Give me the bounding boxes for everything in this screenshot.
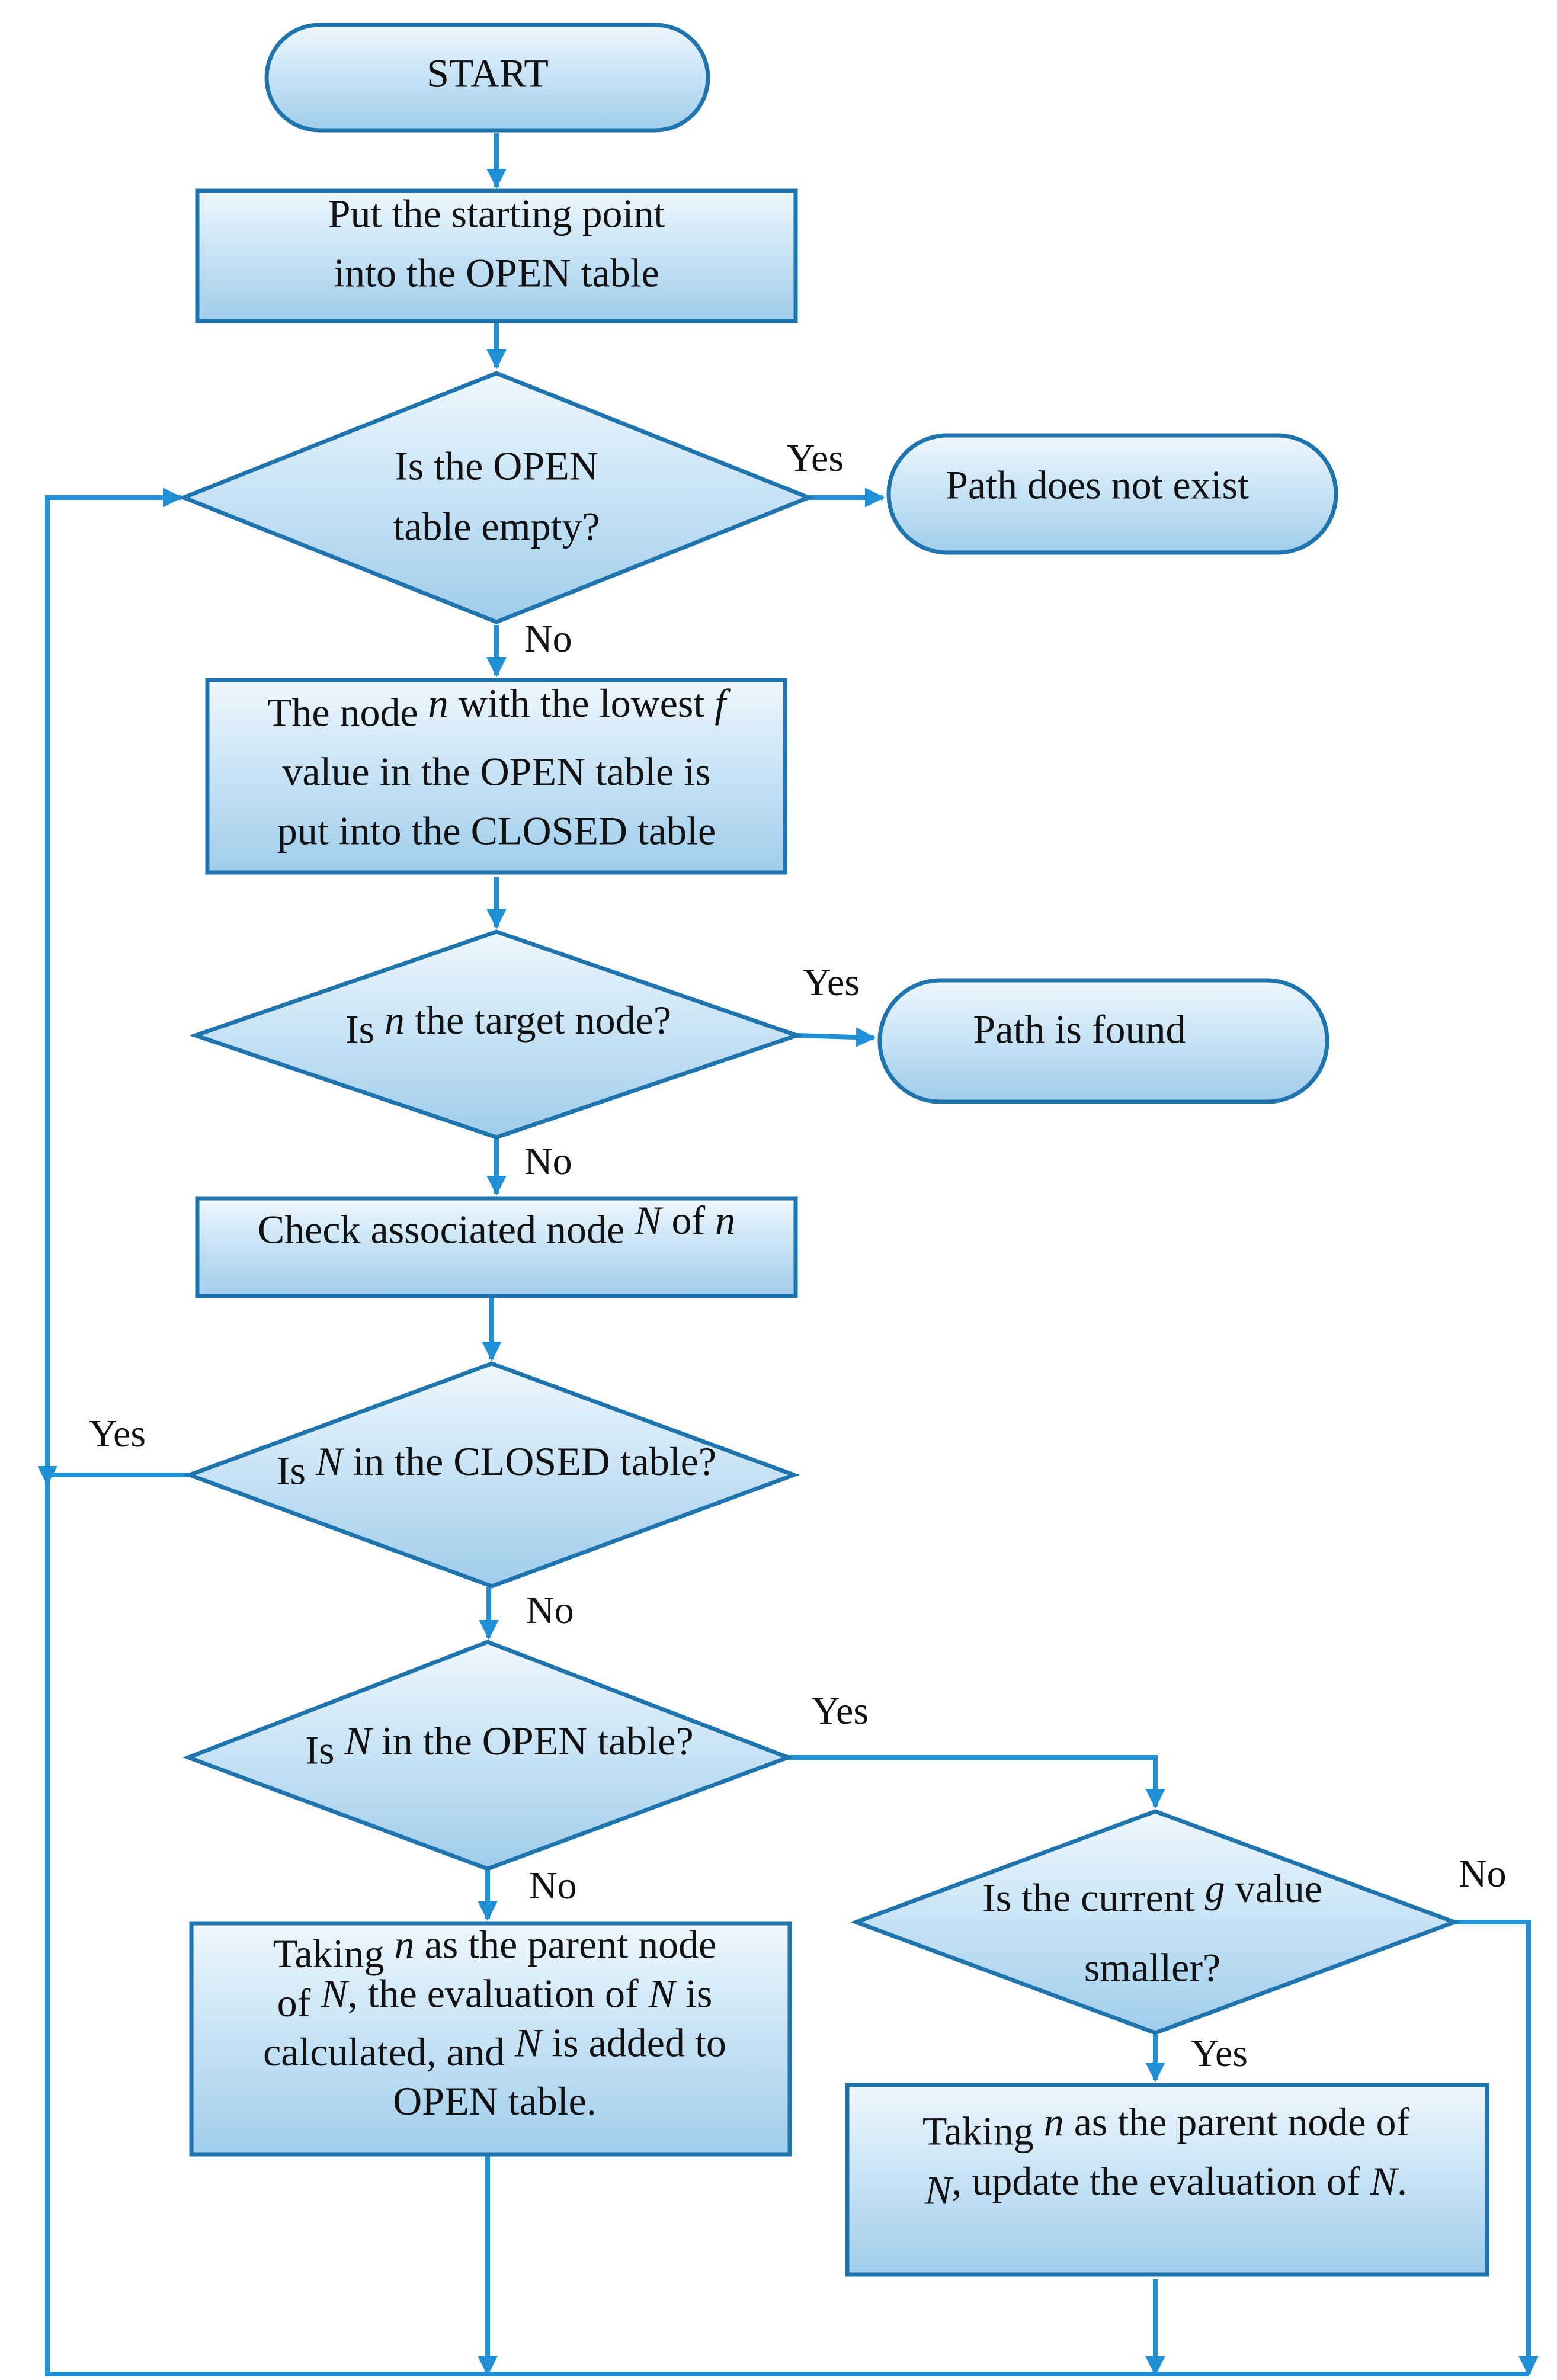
label-run: , the evaluation of bbox=[348, 1971, 649, 2016]
label-run: is added to bbox=[542, 2020, 726, 2065]
label-run: Is the OPEN bbox=[395, 444, 598, 489]
label-run: in the OPEN table? bbox=[371, 1718, 694, 1763]
label-run: , update the evaluation of bbox=[952, 2158, 1370, 2203]
label-run: of bbox=[277, 1980, 321, 2025]
label-run: with the lowest bbox=[448, 681, 715, 726]
label-run: Path is found bbox=[973, 1007, 1186, 1052]
label-run: Taking bbox=[273, 1931, 395, 1976]
in-open-diamond bbox=[182, 1640, 794, 1871]
label-run: value bbox=[1225, 1866, 1322, 1911]
in-closed-label: Is N in the CLOSED table? bbox=[277, 1439, 716, 1493]
update-eval-box bbox=[845, 2083, 1489, 2277]
label-run: Is bbox=[345, 1007, 385, 1052]
label-run: N bbox=[634, 1198, 664, 1243]
label-run: N bbox=[315, 1439, 345, 1484]
label-run: calculated, and bbox=[263, 2029, 515, 2074]
in-closed-no-label: No bbox=[526, 1589, 574, 1632]
edge-labels: Yes No Yes No Yes No Yes No No Yes bbox=[89, 437, 1507, 2075]
connectors bbox=[37, 133, 1539, 2376]
label-run: the target node? bbox=[405, 997, 671, 1043]
label-run: Taking bbox=[922, 2109, 1044, 2154]
label-run: N bbox=[924, 2168, 954, 2213]
label-run: N bbox=[514, 2020, 544, 2065]
in-closed-yes-label: Yes bbox=[89, 1412, 146, 1455]
open-empty-no-label: No bbox=[524, 617, 572, 660]
is-target-diamond bbox=[189, 929, 803, 1140]
g-smaller-no-label: No bbox=[1459, 1852, 1507, 1895]
label-run: START bbox=[427, 51, 549, 96]
label-run: in the CLOSED table? bbox=[342, 1439, 716, 1484]
label-run: table empty? bbox=[393, 504, 600, 549]
label-run: Is bbox=[277, 1448, 316, 1493]
no-path-label: Path does not exist bbox=[946, 463, 1249, 508]
label-run: smaller? bbox=[1084, 1945, 1220, 1990]
add-open-label: Taking n as the parent node of N, the eva… bbox=[263, 1922, 726, 2124]
start-terminator bbox=[264, 23, 710, 133]
label-run: Path does not exist bbox=[946, 463, 1249, 508]
lowest-f-box bbox=[205, 678, 787, 875]
label-run: n bbox=[385, 997, 405, 1043]
label-run: The node bbox=[267, 690, 428, 735]
label-run: Is the current bbox=[982, 1875, 1205, 1920]
edge-closed-yes bbox=[37, 1465, 190, 1486]
start-label: START bbox=[427, 51, 549, 96]
put-start-box bbox=[195, 188, 798, 323]
edge-target-yes bbox=[796, 1027, 876, 1047]
label-run: n bbox=[1044, 2099, 1064, 2144]
in-open-yes-label: Yes bbox=[812, 1689, 869, 1733]
label-run: Is bbox=[305, 1728, 344, 1773]
label-run: N bbox=[344, 1718, 373, 1763]
label-run: . bbox=[1397, 2158, 1407, 2203]
in-open-no-label: No bbox=[529, 1864, 577, 1907]
shapes bbox=[178, 23, 1489, 2277]
label-run: value in the OPEN table is bbox=[282, 749, 710, 794]
check-assoc-box bbox=[195, 1196, 798, 1298]
check-assoc-label: Check associated node N of n bbox=[258, 1198, 735, 1252]
label-run: N bbox=[320, 1971, 350, 2016]
path-found-terminator bbox=[877, 978, 1329, 1104]
update-eval-label: Taking n as the parent node of N, update … bbox=[922, 2099, 1410, 2213]
label-run: g bbox=[1205, 1866, 1225, 1911]
node-labels: START Put the starting point into the OPE… bbox=[258, 51, 1410, 2213]
put-start-label: Put the starting point into the OPEN tabl… bbox=[328, 191, 665, 296]
label-run: put into the CLOSED table bbox=[277, 809, 716, 854]
label-run: as the parent node bbox=[415, 1922, 717, 1967]
g-smaller-yes-label: Yes bbox=[1191, 2032, 1248, 2075]
label-run: of bbox=[662, 1198, 716, 1243]
label-run: N bbox=[1370, 2158, 1399, 2203]
path-found-label: Path is found bbox=[973, 1007, 1186, 1052]
label-run: N bbox=[648, 1971, 678, 2016]
in-closed-diamond bbox=[183, 1361, 800, 1589]
g-smaller-diamond bbox=[850, 1809, 1461, 2035]
edge-g-no bbox=[1455, 1920, 1539, 2376]
in-open-label: Is N in the OPEN table? bbox=[305, 1718, 693, 1773]
label-run: as the parent node of bbox=[1064, 2099, 1410, 2144]
open-empty-diamond bbox=[178, 371, 815, 624]
label-run: Check associated node bbox=[258, 1207, 635, 1252]
label-run: n bbox=[715, 1198, 735, 1243]
is-target-label: Is n the target node? bbox=[345, 997, 671, 1052]
label-run: into the OPEN table bbox=[334, 251, 659, 296]
label-run: OPEN table. bbox=[393, 2079, 597, 2124]
label-run: n bbox=[395, 1922, 415, 1967]
is-target-yes-label: Yes bbox=[803, 961, 860, 1004]
add-open-box bbox=[189, 1921, 792, 2157]
no-path-terminator bbox=[886, 433, 1338, 555]
label-run: n bbox=[428, 681, 448, 726]
open-empty-label: Is the OPEN table empty? bbox=[393, 444, 600, 549]
is-target-no-label: No bbox=[524, 1140, 572, 1183]
edge-open-yes bbox=[788, 1755, 1165, 1809]
edge-bottom-return bbox=[45, 487, 1529, 2376]
open-empty-yes-label: Yes bbox=[787, 437, 844, 480]
label-run: is bbox=[675, 1971, 712, 2016]
label-run: Put the starting point bbox=[328, 191, 665, 236]
